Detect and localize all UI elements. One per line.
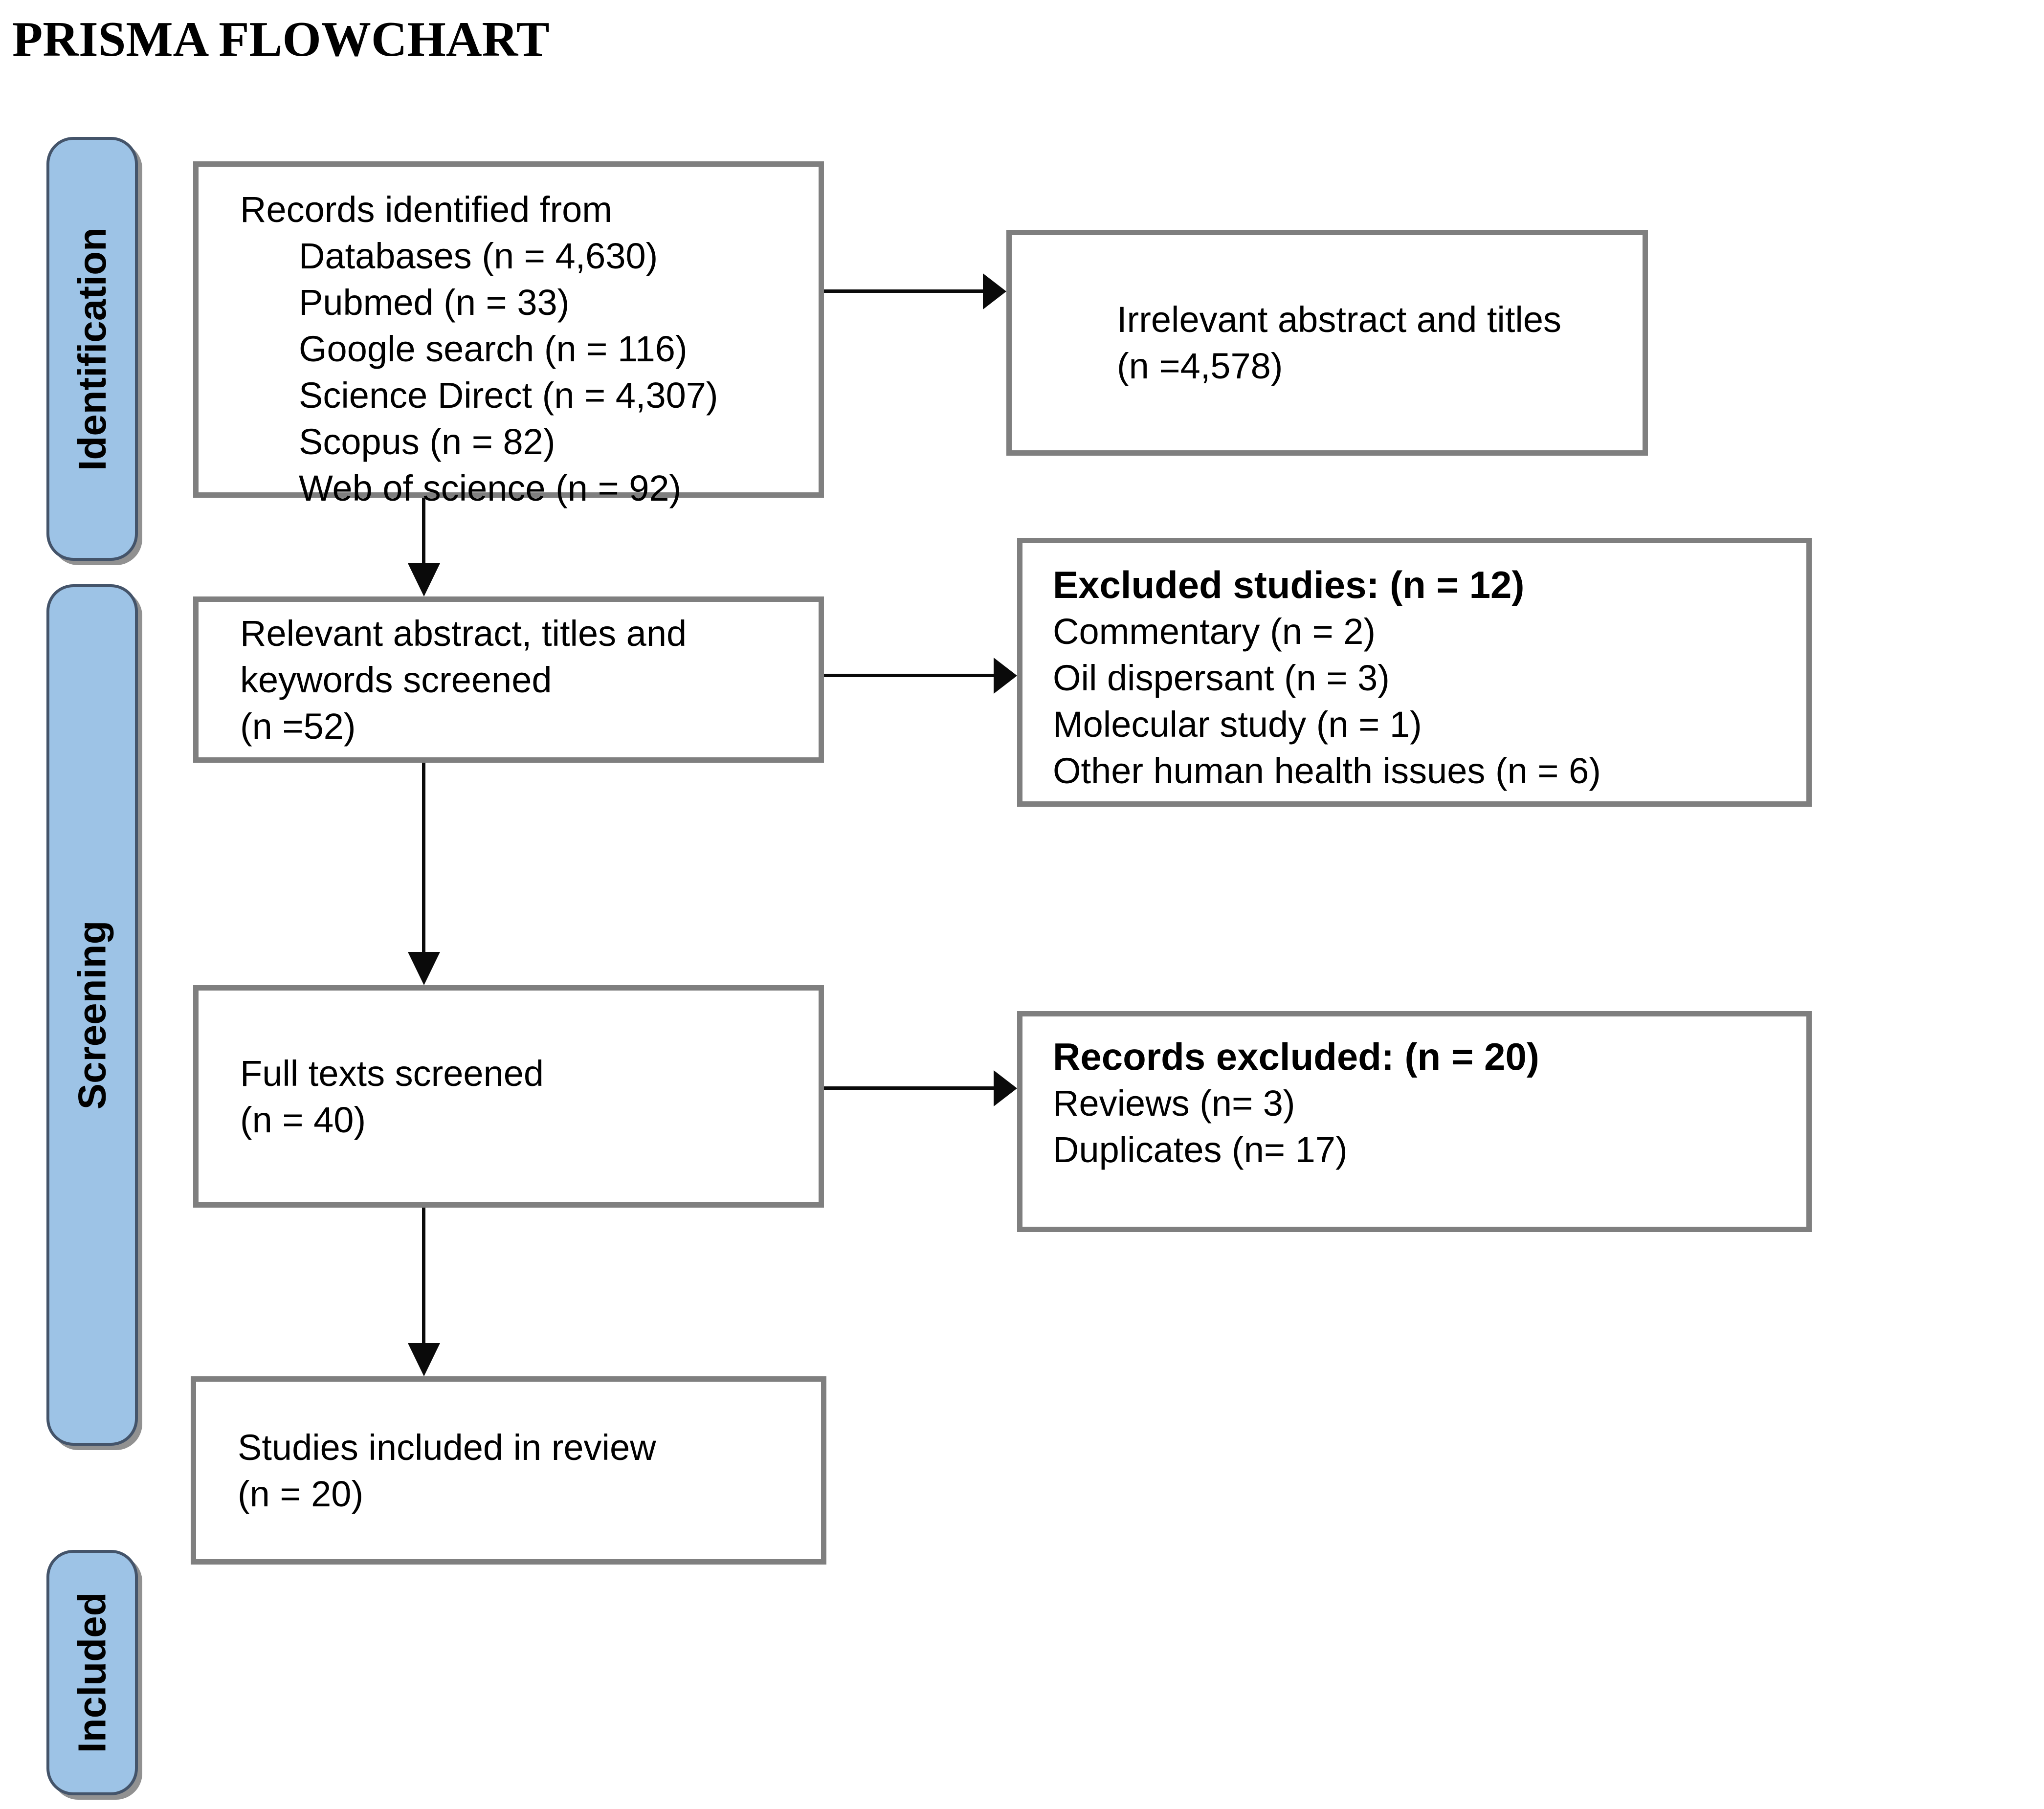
records-excluded-box: Records excluded: (n = 20) Reviews (n= 3… <box>1017 1011 1812 1232</box>
excluded-item-other-health: Other human health issues (n = 6) <box>1053 750 1601 791</box>
stage-label-included: Included <box>70 1592 114 1753</box>
arrow-screening-to-fulltext-shaft <box>422 763 425 952</box>
arrow-fulltext-to-included-shaft <box>422 1208 425 1343</box>
stage-label-screening: Screening <box>70 920 114 1110</box>
excluded-item-oil-dispersant: Oil dispersant (n = 3) <box>1053 658 1390 698</box>
source-databases: Databases (n = 4,630) <box>299 236 658 276</box>
arrow-right-icon <box>994 658 1017 694</box>
full-texts-screened-text: Full texts screened <box>240 1053 544 1094</box>
source-google-search: Google search (n = 116) <box>299 329 688 369</box>
arrow-down-icon <box>408 1343 440 1376</box>
stage-band-screening: Screening <box>46 584 138 1446</box>
arrow-down-icon <box>408 563 440 596</box>
source-scopus: Scopus (n = 82) <box>299 421 555 462</box>
source-pubmed: Pubmed (n = 33) <box>299 282 570 323</box>
stage-band-identification: Identification <box>46 137 138 561</box>
excluded-item-commentary: Commentary (n = 2) <box>1053 611 1376 652</box>
source-science-direct: Science Direct (n = 4,307) <box>299 375 718 416</box>
records-excluded-duplicates: Duplicates (n= 17) <box>1053 1129 1348 1170</box>
stage-band-included: Included <box>46 1550 138 1795</box>
studies-included-box: Studies included in review (n = 20) <box>191 1376 826 1565</box>
full-texts-screened-box: Full texts screened (n = 40) <box>193 985 824 1208</box>
arrow-records-to-irrelevant-shaft <box>824 289 983 293</box>
arrow-right-icon <box>994 1070 1017 1106</box>
abstracts-screened-count: (n =52) <box>240 706 356 747</box>
source-web-of-science: Web of science (n = 92) <box>299 468 682 508</box>
studies-included-text: Studies included in review <box>238 1427 656 1468</box>
excluded-item-molecular-study: Molecular study (n = 1) <box>1053 704 1422 745</box>
irrelevant-records-count: (n =4,578) <box>1117 346 1283 386</box>
excluded-studies-box: Excluded studies: (n = 12) Commentary (n… <box>1017 538 1812 807</box>
excluded-studies-heading: Excluded studies: (n = 12) <box>1053 563 1525 606</box>
arrow-right-icon <box>983 273 1006 309</box>
stage-label-identification: Identification <box>70 227 114 471</box>
abstracts-screened-text-1: Relevant abstract, titles and <box>240 613 687 654</box>
page-title: PRISMA FLOWCHART <box>12 12 550 67</box>
arrow-records-to-screening-shaft <box>422 498 425 563</box>
abstracts-screened-box: Relevant abstract, titles and keywords s… <box>193 596 824 763</box>
arrow-down-icon <box>408 952 440 985</box>
irrelevant-records-text: Irrelevant abstract and titles <box>1117 299 1561 340</box>
irrelevant-records-box: Irrelevant abstract and titles (n =4,578… <box>1006 230 1648 456</box>
records-excluded-reviews: Reviews (n= 3) <box>1053 1083 1295 1124</box>
records-identified-box: Records identified from Databases (n = 4… <box>193 161 824 508</box>
records-excluded-heading: Records excluded: (n = 20) <box>1053 1035 1539 1078</box>
arrow-fulltext-to-excluded-shaft <box>824 1086 994 1090</box>
full-texts-screened-count: (n = 40) <box>240 1099 366 1140</box>
arrow-screening-to-excluded-shaft <box>824 674 994 677</box>
records-identified-intro: Records identified from <box>240 189 612 230</box>
abstracts-screened-text-2: keywords screened <box>240 659 552 700</box>
studies-included-count: (n = 20) <box>238 1473 364 1514</box>
